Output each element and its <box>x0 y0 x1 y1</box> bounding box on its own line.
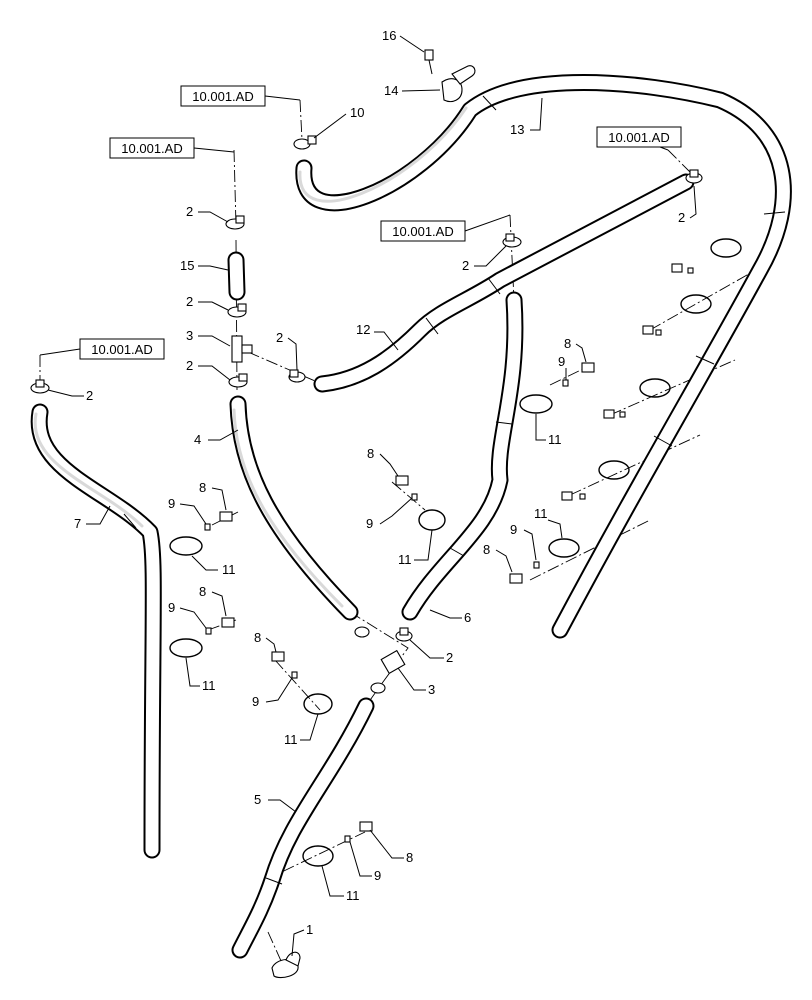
callout-8e: 8 <box>199 584 206 599</box>
reference-box-2: 10.001.AD <box>109 137 235 159</box>
callout-6: 6 <box>464 610 471 625</box>
reference-box-1: 10.001.AD <box>180 85 301 107</box>
reference-text: 10.001.AD <box>91 342 152 357</box>
callout-8d: 8 <box>483 542 490 557</box>
callout-9e: 9 <box>168 600 175 615</box>
screws-9 <box>204 267 694 843</box>
callout-11g: 11 <box>346 888 360 903</box>
callout-3-lower: 3 <box>428 682 435 697</box>
callout-2-right-b: 2 <box>678 210 685 225</box>
callout-2-right-a: 2 <box>462 258 469 273</box>
callout-5: 5 <box>254 792 261 807</box>
callout-8f: 8 <box>254 630 261 645</box>
reference-box-3: 10.001.AD <box>596 126 682 151</box>
callout-11b: 11 <box>534 506 548 521</box>
callout-9a: 9 <box>558 354 565 369</box>
callout-2-side: 2 <box>276 330 283 345</box>
callout-11e: 11 <box>202 678 216 693</box>
callout-1: 1 <box>306 922 313 937</box>
callout-9g: 9 <box>374 868 381 883</box>
callouts: 16 14 10 13 2 2 15 2 2 12 3 2 8 <box>47 28 697 957</box>
callout-8g: 8 <box>406 850 413 865</box>
hose-4 <box>229 395 359 621</box>
clamp-2-top <box>225 215 245 230</box>
callout-9f: 9 <box>252 694 259 709</box>
reference-box-5: 10.001.AD <box>39 338 165 360</box>
hose-13 <box>295 74 792 639</box>
callout-11f: 11 <box>284 732 298 747</box>
clamp-2-center <box>395 627 413 642</box>
callout-2-center: 2 <box>446 650 453 665</box>
hose-12 <box>313 173 695 393</box>
clamp-2-right-b <box>685 169 703 184</box>
reference-text: 10.001.AD <box>121 141 182 156</box>
callout-3-upper: 3 <box>186 328 193 343</box>
callout-9b: 9 <box>168 496 175 511</box>
callout-11d: 11 <box>222 562 236 577</box>
reference-text: 10.001.AD <box>192 89 253 104</box>
clamp-2-right-a <box>502 233 522 248</box>
tee-fitting-3-lower <box>354 626 406 694</box>
hose-clamps-2 <box>30 169 703 642</box>
callout-4: 4 <box>194 432 201 447</box>
callout-16: 16 <box>382 28 396 43</box>
clamp-2-left <box>30 379 50 394</box>
callout-14: 14 <box>384 83 398 98</box>
hose-7 <box>30 403 162 859</box>
hose-6 <box>401 291 524 621</box>
callout-12: 12 <box>356 322 370 337</box>
callout-15: 15 <box>180 258 194 273</box>
clamp-2-mid <box>227 303 247 318</box>
callout-2-left: 2 <box>86 388 93 403</box>
clamp-2-side <box>288 369 306 383</box>
mount-clips-8 <box>219 263 683 832</box>
hose-15 <box>227 251 246 301</box>
callout-13: 13 <box>510 122 524 137</box>
callout-11c: 11 <box>398 552 412 567</box>
clamp-2-lower <box>228 373 248 388</box>
callout-8b: 8 <box>367 446 374 461</box>
fitting-1 <box>271 951 301 979</box>
callout-10: 10 <box>350 105 364 120</box>
hose-5 <box>231 697 375 959</box>
callout-7: 7 <box>74 516 81 531</box>
callout-8c: 8 <box>199 480 206 495</box>
tee-fitting-3-upper <box>231 335 253 363</box>
callout-9c: 9 <box>366 516 373 531</box>
bolt-16 <box>424 49 434 75</box>
callout-8a: 8 <box>564 336 571 351</box>
callout-11a: 11 <box>548 432 562 447</box>
callout-2-lower: 2 <box>186 358 193 373</box>
clamp-10 <box>293 135 317 150</box>
reference-text: 10.001.AD <box>608 130 669 145</box>
saddle-clamp-14 <box>441 65 476 103</box>
reference-box-4: 10.001.AD <box>380 214 511 242</box>
callout-2-top: 2 <box>186 204 193 219</box>
callout-9d: 9 <box>510 522 517 537</box>
callout-2-mid: 2 <box>186 294 193 309</box>
reference-text: 10.001.AD <box>392 224 453 239</box>
